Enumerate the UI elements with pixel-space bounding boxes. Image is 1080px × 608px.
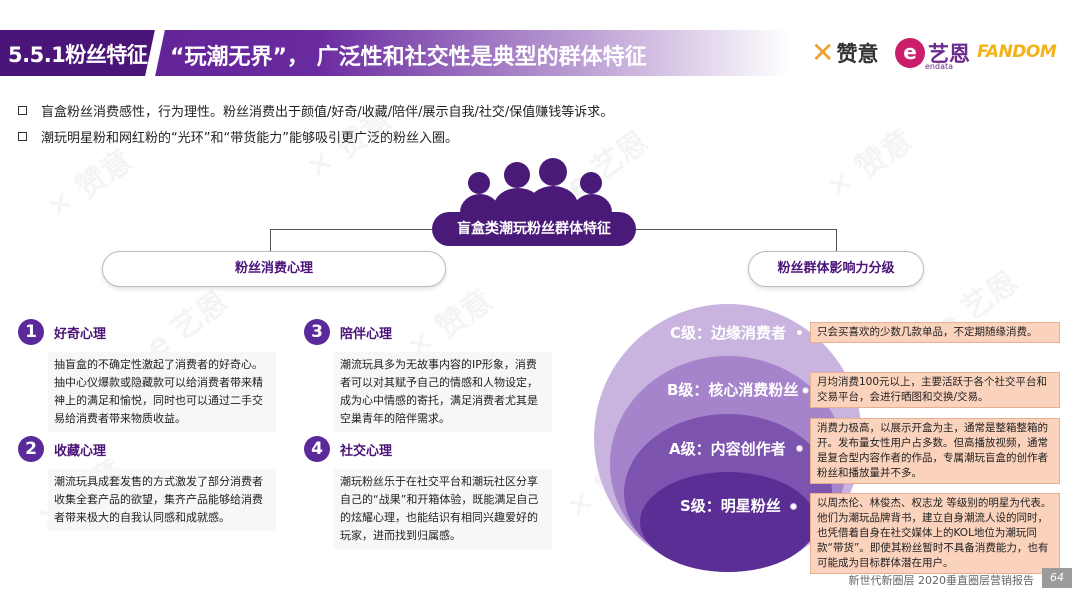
number-badge: 4 <box>304 436 330 462</box>
item-title: 好奇心理 <box>54 327 107 342</box>
number-badge: 1 <box>18 319 44 345</box>
level-description: 只会买喜欢的少数几款单品，不定期随缘消费。 <box>810 322 1060 343</box>
bullet-item: 潮玩明星粉和网红粉的“光环”和“带货能力”能够吸引更广泛的粉丝入圈。 <box>18 123 613 149</box>
number-badge: 2 <box>18 436 44 462</box>
bullet-square-icon <box>18 105 27 115</box>
section-header: 5.5.1粉丝特征 “玩潮无界”， 广泛性和社交性是典型的群体特征 <box>0 30 790 76</box>
level-label: A级：内容创作者 <box>669 440 786 458</box>
bullet-square-icon <box>18 131 27 141</box>
center-label: 盲盒类潮玩粉丝群体特征 <box>432 212 636 246</box>
level-description: 消费力极高，以展示开盒为主，通常是整箱整箱的开。发布量女性用户占多数。但高播放视… <box>810 418 1060 484</box>
item-title: 社交心理 <box>340 444 393 459</box>
zanyi-x-icon: ✕ <box>811 36 835 69</box>
number-badge: 3 <box>304 319 330 345</box>
item-title: 陪伴心理 <box>340 327 393 342</box>
connector-line <box>270 229 432 230</box>
level-label: S级：明星粉丝 <box>680 497 781 515</box>
page-number: 64 <box>1042 568 1072 588</box>
yien-logo: e 艺恩 endata <box>895 38 970 71</box>
watermark-logo: ✕ 赞意 <box>816 117 920 208</box>
footer-text: 新世代新圈层 2020垂直圈层营销报告 <box>848 574 1035 587</box>
item-text: 潮玩粉丝乐于在社交平台和潮玩社区分享自己的“战果”和开箱体验，既能满足自己的炫耀… <box>334 469 552 549</box>
connector-line <box>270 229 271 251</box>
zanyi-logo: ✕ 赞意 <box>811 36 879 69</box>
level-description: 月均消费100元以上，主要活跃于各个社交平台和交易平台，会进行晒图和交换/交易。 <box>810 372 1060 408</box>
level-dot <box>790 503 797 510</box>
item-text: 潮流玩具多为无故事内容的IP形象，消费者可以对其赋予自己的情感和人物设定，成为心… <box>334 352 552 432</box>
item-text: 抽盲盒的不确定性激起了消费者的好奇心。抽中心仪爆款或隐藏款可以给消费者带来精神上… <box>48 352 276 432</box>
connector-line <box>636 229 836 230</box>
level-label: B级：核心消费粉丝 <box>667 381 799 399</box>
section-number-box <box>0 30 160 76</box>
item-text: 潮流玩具成套发售的方式激发了部分消费者收集全套产品的欲望，集齐产品能够给消费者带… <box>48 469 276 531</box>
yien-e-icon: e <box>895 38 925 68</box>
level-dot <box>796 329 803 336</box>
consumer-psychology-label: 粉丝消费心理 <box>102 251 446 287</box>
item-title: 收藏心理 <box>54 444 107 459</box>
watermark-logo: ✕ 赞意 <box>36 137 140 228</box>
level-circle-s <box>640 472 816 572</box>
page-title: “玩潮无界”， 广泛性和社交性是典型的群体特征 <box>170 45 647 70</box>
bullet-list: 盲盒粉丝消费感性，行为理性。粉丝消费出于颜值/好奇/收藏/陪伴/展示自我/社交/… <box>18 97 613 149</box>
section-number: 5.5.1粉丝特征 <box>8 43 148 67</box>
bullet-item: 盲盒粉丝消费感性，行为理性。粉丝消费出于颜值/好奇/收藏/陪伴/展示自我/社交/… <box>18 97 613 123</box>
level-label: C级：边缘消费者 <box>670 324 787 342</box>
connector-line <box>836 229 837 251</box>
level-dot <box>802 387 809 394</box>
level-dot <box>796 445 803 452</box>
level-description: 以周杰伦、林俊杰、权志龙 等级别的明星为代表。他们为潮玩品牌背书，建立自身潮流人… <box>810 493 1060 574</box>
influence-level-label: 粉丝群体影响力分级 <box>748 251 924 287</box>
fandom-logo: FANDOM <box>977 42 1057 62</box>
